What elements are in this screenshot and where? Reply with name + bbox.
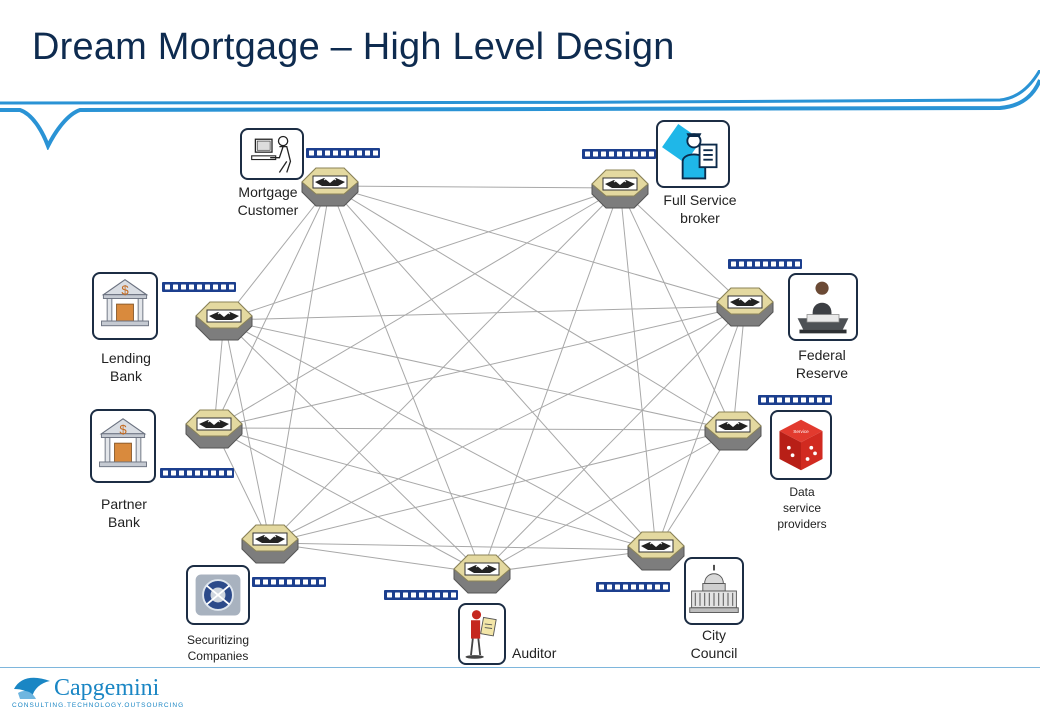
mesh-edge	[481, 429, 734, 574]
capgemini-logo: Capgemini CONSULTING.TECHNOLOGY.OUTSOURC…	[12, 673, 185, 713]
mesh-edge	[269, 185, 331, 544]
mesh-edge	[223, 319, 271, 544]
mesh-edge	[329, 185, 483, 574]
mesh-edge	[223, 305, 746, 321]
broker-clipboard-icon	[656, 120, 730, 188]
auditor-node-icon	[453, 554, 511, 594]
partner-bank-chain-icon	[160, 468, 234, 478]
red-service-cube-icon: Service	[770, 410, 832, 480]
mesh-edge	[329, 185, 621, 189]
mesh-edge	[329, 185, 746, 307]
lending-bank-node-icon	[195, 301, 253, 341]
spade-logo-icon	[14, 677, 50, 699]
mesh-edge	[213, 305, 746, 429]
mesh-edge	[269, 187, 621, 544]
svg-text:$: $	[121, 283, 129, 298]
svg-text:Service: Service	[793, 429, 809, 434]
lending-bank-icon: $	[92, 272, 158, 340]
mesh-edge	[732, 305, 746, 431]
mesh-edge	[269, 429, 734, 544]
mortgage-customer-chain-icon	[306, 148, 380, 158]
mesh-edge	[329, 185, 657, 551]
mesh-edge	[223, 319, 657, 551]
auditor-label: Auditor	[512, 645, 557, 661]
mesh-edge	[213, 185, 331, 429]
city-council-node-icon	[627, 531, 685, 571]
logo-wordmark: Capgemini	[54, 675, 160, 701]
seated-official-icon	[788, 273, 858, 341]
securities-seal-icon	[186, 565, 250, 625]
mesh-edge	[213, 427, 483, 574]
mesh-edge	[213, 427, 734, 431]
auditor-chain-icon	[384, 590, 458, 600]
mesh-edge	[213, 187, 621, 429]
page-title: Dream Mortgage – High Level Design	[32, 26, 675, 68]
mesh-edge	[269, 542, 483, 574]
mesh-edge	[619, 187, 746, 307]
partner-bank-node-icon	[185, 409, 243, 449]
mesh-edge	[223, 187, 621, 321]
mortgage-customer-node-icon	[301, 167, 359, 207]
securitizing-companies-node-icon	[241, 524, 299, 564]
lending-bank-chain-icon	[162, 282, 236, 292]
partner-bank-icon: $	[90, 409, 156, 483]
mesh-edge	[269, 542, 657, 551]
full-service-broker-chain-icon	[582, 149, 656, 159]
data-service-providers-node-icon	[704, 411, 762, 451]
data-service-providers-chain-icon	[758, 395, 832, 405]
mesh-edge	[213, 427, 657, 551]
mesh-edges	[213, 185, 746, 574]
mesh-edge	[223, 319, 483, 574]
mesh-edge	[223, 319, 734, 431]
federal-reserve-node-icon	[716, 287, 774, 327]
capitol-building-icon	[684, 557, 744, 625]
footer-divider	[0, 667, 1040, 668]
city-council-chain-icon	[596, 582, 670, 592]
mesh-edge	[481, 305, 746, 574]
mesh-edge	[481, 549, 657, 574]
mesh-edge	[655, 305, 746, 551]
full-service-broker-node-icon	[591, 169, 649, 209]
auditor-figure-icon	[458, 603, 506, 665]
securitizing-companies-chain-icon	[252, 577, 326, 587]
mesh-edge	[269, 305, 746, 544]
federal-reserve-chain-icon	[728, 259, 802, 269]
mesh-edge	[619, 187, 657, 551]
mesh-edge	[329, 185, 734, 431]
mortgage-customer-icon	[240, 128, 304, 180]
mesh-edge	[223, 185, 331, 321]
svg-text:$: $	[119, 422, 127, 437]
logo-tagline: CONSULTING.TECHNOLOGY.OUTSOURCING	[12, 702, 185, 709]
header-wave	[0, 70, 1040, 150]
